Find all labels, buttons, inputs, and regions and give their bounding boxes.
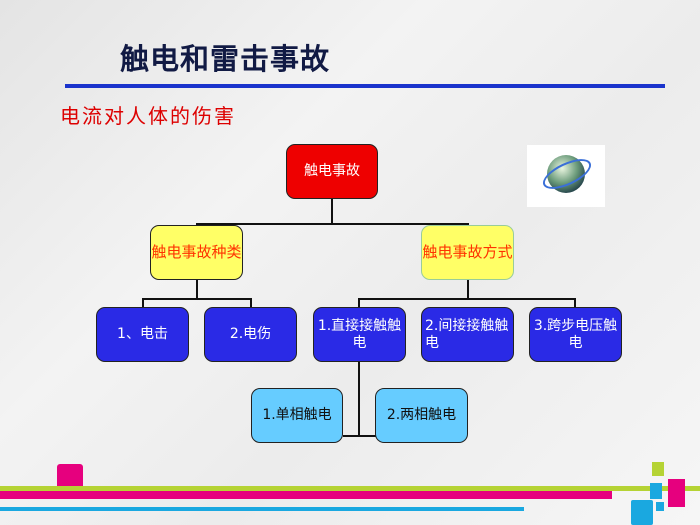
node-modes: 触电事故方式 — [421, 225, 514, 280]
node-electric-shock: 1、电击 — [96, 307, 189, 362]
slide-title: 触电和雷击事故 — [120, 42, 331, 76]
decor-square — [652, 462, 664, 476]
connector — [250, 298, 252, 308]
connector — [142, 298, 144, 308]
decor-cyan-band — [0, 507, 524, 511]
connector — [196, 223, 469, 225]
connector — [343, 435, 376, 437]
node-single-phase: 1.单相触电 — [251, 388, 343, 443]
node-direct-contact: 1.直接接触触电 — [313, 307, 406, 362]
connector — [358, 298, 576, 300]
connector — [574, 298, 576, 308]
connector — [196, 223, 198, 226]
connector — [196, 280, 198, 300]
connector — [358, 362, 360, 437]
title-underline — [65, 84, 665, 88]
globe-image — [527, 145, 605, 207]
node-step-voltage: 3.跨步电压触电 — [529, 307, 622, 362]
connector — [467, 223, 469, 226]
connector — [467, 280, 469, 300]
decor-square — [656, 502, 664, 511]
connector — [358, 298, 360, 308]
decor-lime-band — [0, 486, 700, 491]
node-types: 触电事故种类 — [150, 225, 243, 280]
node-two-phase: 2.两相触电 — [375, 388, 468, 443]
connector — [142, 298, 252, 300]
slide-subtitle: 电流对人体的伤害 — [60, 104, 236, 128]
decor-pink-band — [0, 491, 612, 499]
node-root: 触电事故 — [286, 144, 378, 199]
node-indirect-contact: 2.间接接触触电 — [421, 307, 514, 362]
connector — [331, 198, 333, 225]
decor-square — [631, 500, 653, 525]
node-electric-injury: 2.电伤 — [204, 307, 297, 362]
decor-square — [668, 479, 685, 507]
decor-square — [650, 483, 662, 499]
